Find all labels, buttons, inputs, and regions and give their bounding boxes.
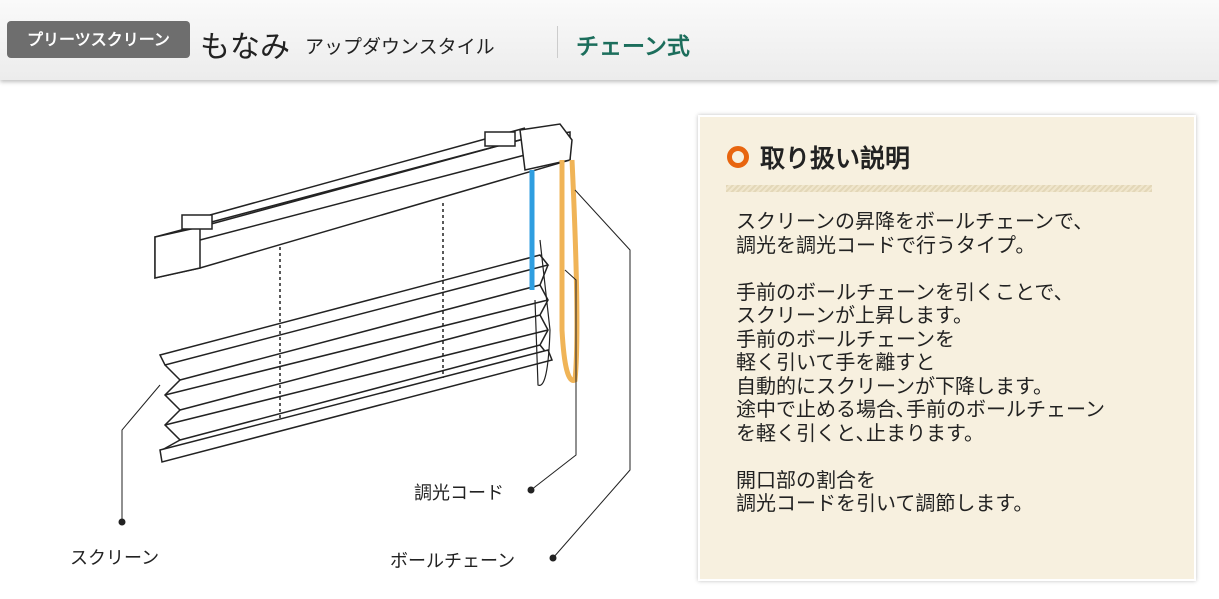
label-screen: スクリーン <box>70 548 160 569</box>
header: プリーツスクリーン もなみ アップダウンスタイル チェーン式 <box>0 0 1219 80</box>
circle-bullet-icon <box>727 146 749 168</box>
headrail <box>154 123 573 279</box>
operation-type: チェーン式 <box>576 33 690 60</box>
category-badge: プリーツスクリーン <box>7 21 190 58</box>
pleated-screen <box>158 203 554 463</box>
dimming-cord <box>559 159 580 383</box>
instructions-panel: 取り扱い説明 スクリーンの昇降をボールチェーンで、 調光を調光コードで行うタイプ… <box>698 115 1196 581</box>
product-style: アップダウンスタイル <box>305 36 495 58</box>
label-ball-chain: ボールチェーン <box>390 551 516 572</box>
divider <box>557 26 558 58</box>
product-name: もなみ <box>200 30 290 65</box>
blind-diagram <box>118 123 631 562</box>
panel-title: 取り扱い説明 <box>760 144 911 173</box>
hatched-divider <box>726 185 1152 192</box>
leader-lines <box>118 189 631 562</box>
label-dimming-cord: 調光コード <box>414 483 504 504</box>
panel-body: スクリーンの昇降をボールチェーンで、 調光を調光コードで行うタイプ。 手前のボー… <box>736 209 1105 515</box>
